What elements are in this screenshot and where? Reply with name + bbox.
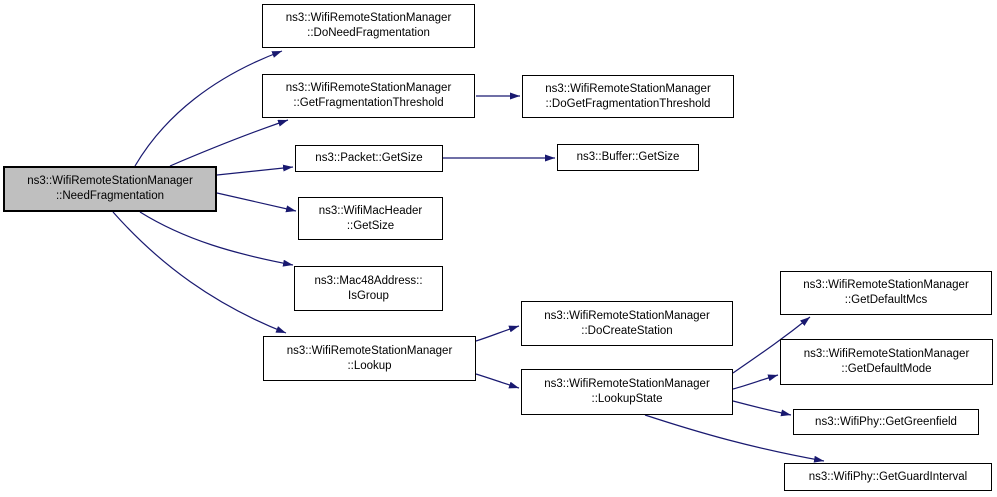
edge-needfragmentation-to-getfragmentationthreshold <box>169 119 289 167</box>
edge-needfragmentation-to-wifimacheadergetsize <box>216 192 297 213</box>
node-wifi-mac-header-get-size[interactable]: ns3::WifiMacHeader ::GetSize <box>298 197 443 240</box>
node-buffer-get-size[interactable]: ns3::Buffer::GetSize <box>557 144 699 171</box>
node-do-get-fragmentation-threshold[interactable]: ns3::WifiRemoteStationManager ::DoGetFra… <box>522 75 734 118</box>
node-get-greenfield[interactable]: ns3::WifiPhy::GetGreenfield <box>793 409 979 435</box>
edge-lookupstate-to-getguardinterval <box>644 414 825 463</box>
edge-needfragmentation-to-mac48addressisgroup <box>139 211 294 267</box>
edge-lookup-to-lookupstate <box>475 373 520 389</box>
edge-lookupstate-to-getdefaultmode <box>732 374 779 390</box>
edge-lookupstate-to-getgreenfield <box>732 400 792 417</box>
node-packet-get-size[interactable]: ns3::Packet::GetSize <box>295 145 443 172</box>
edge-lookup-to-docreatestation <box>475 325 520 342</box>
node-mac48-address-is-group[interactable]: ns3::Mac48Address:: IsGroup <box>294 266 443 311</box>
edge-needfragmentation-to-lookup <box>112 211 287 334</box>
node-get-guard-interval[interactable]: ns3::WifiPhy::GetGuardInterval <box>784 463 992 491</box>
node-get-default-mode[interactable]: ns3::WifiRemoteStationManager ::GetDefau… <box>780 339 993 385</box>
edge-needfragmentation-to-packetgetsize <box>216 164 294 176</box>
node-need-fragmentation: ns3::WifiRemoteStationManager ::NeedFrag… <box>3 166 217 212</box>
node-get-default-mcs[interactable]: ns3::WifiRemoteStationManager ::GetDefau… <box>780 271 992 315</box>
node-get-fragmentation-threshold[interactable]: ns3::WifiRemoteStationManager ::GetFragm… <box>262 74 475 118</box>
edge-needfragmentation-to-doneedfragmentation <box>134 50 283 167</box>
node-lookup-state[interactable]: ns3::WifiRemoteStationManager ::LookupSt… <box>521 369 733 415</box>
node-lookup[interactable]: ns3::WifiRemoteStationManager ::Lookup <box>263 336 476 381</box>
node-do-create-station[interactable]: ns3::WifiRemoteStationManager ::DoCreate… <box>521 301 733 346</box>
edge-lookupstate-to-getdefaultmcs <box>732 316 811 374</box>
node-do-need-fragmentation[interactable]: ns3::WifiRemoteStationManager ::DoNeedFr… <box>262 4 475 48</box>
